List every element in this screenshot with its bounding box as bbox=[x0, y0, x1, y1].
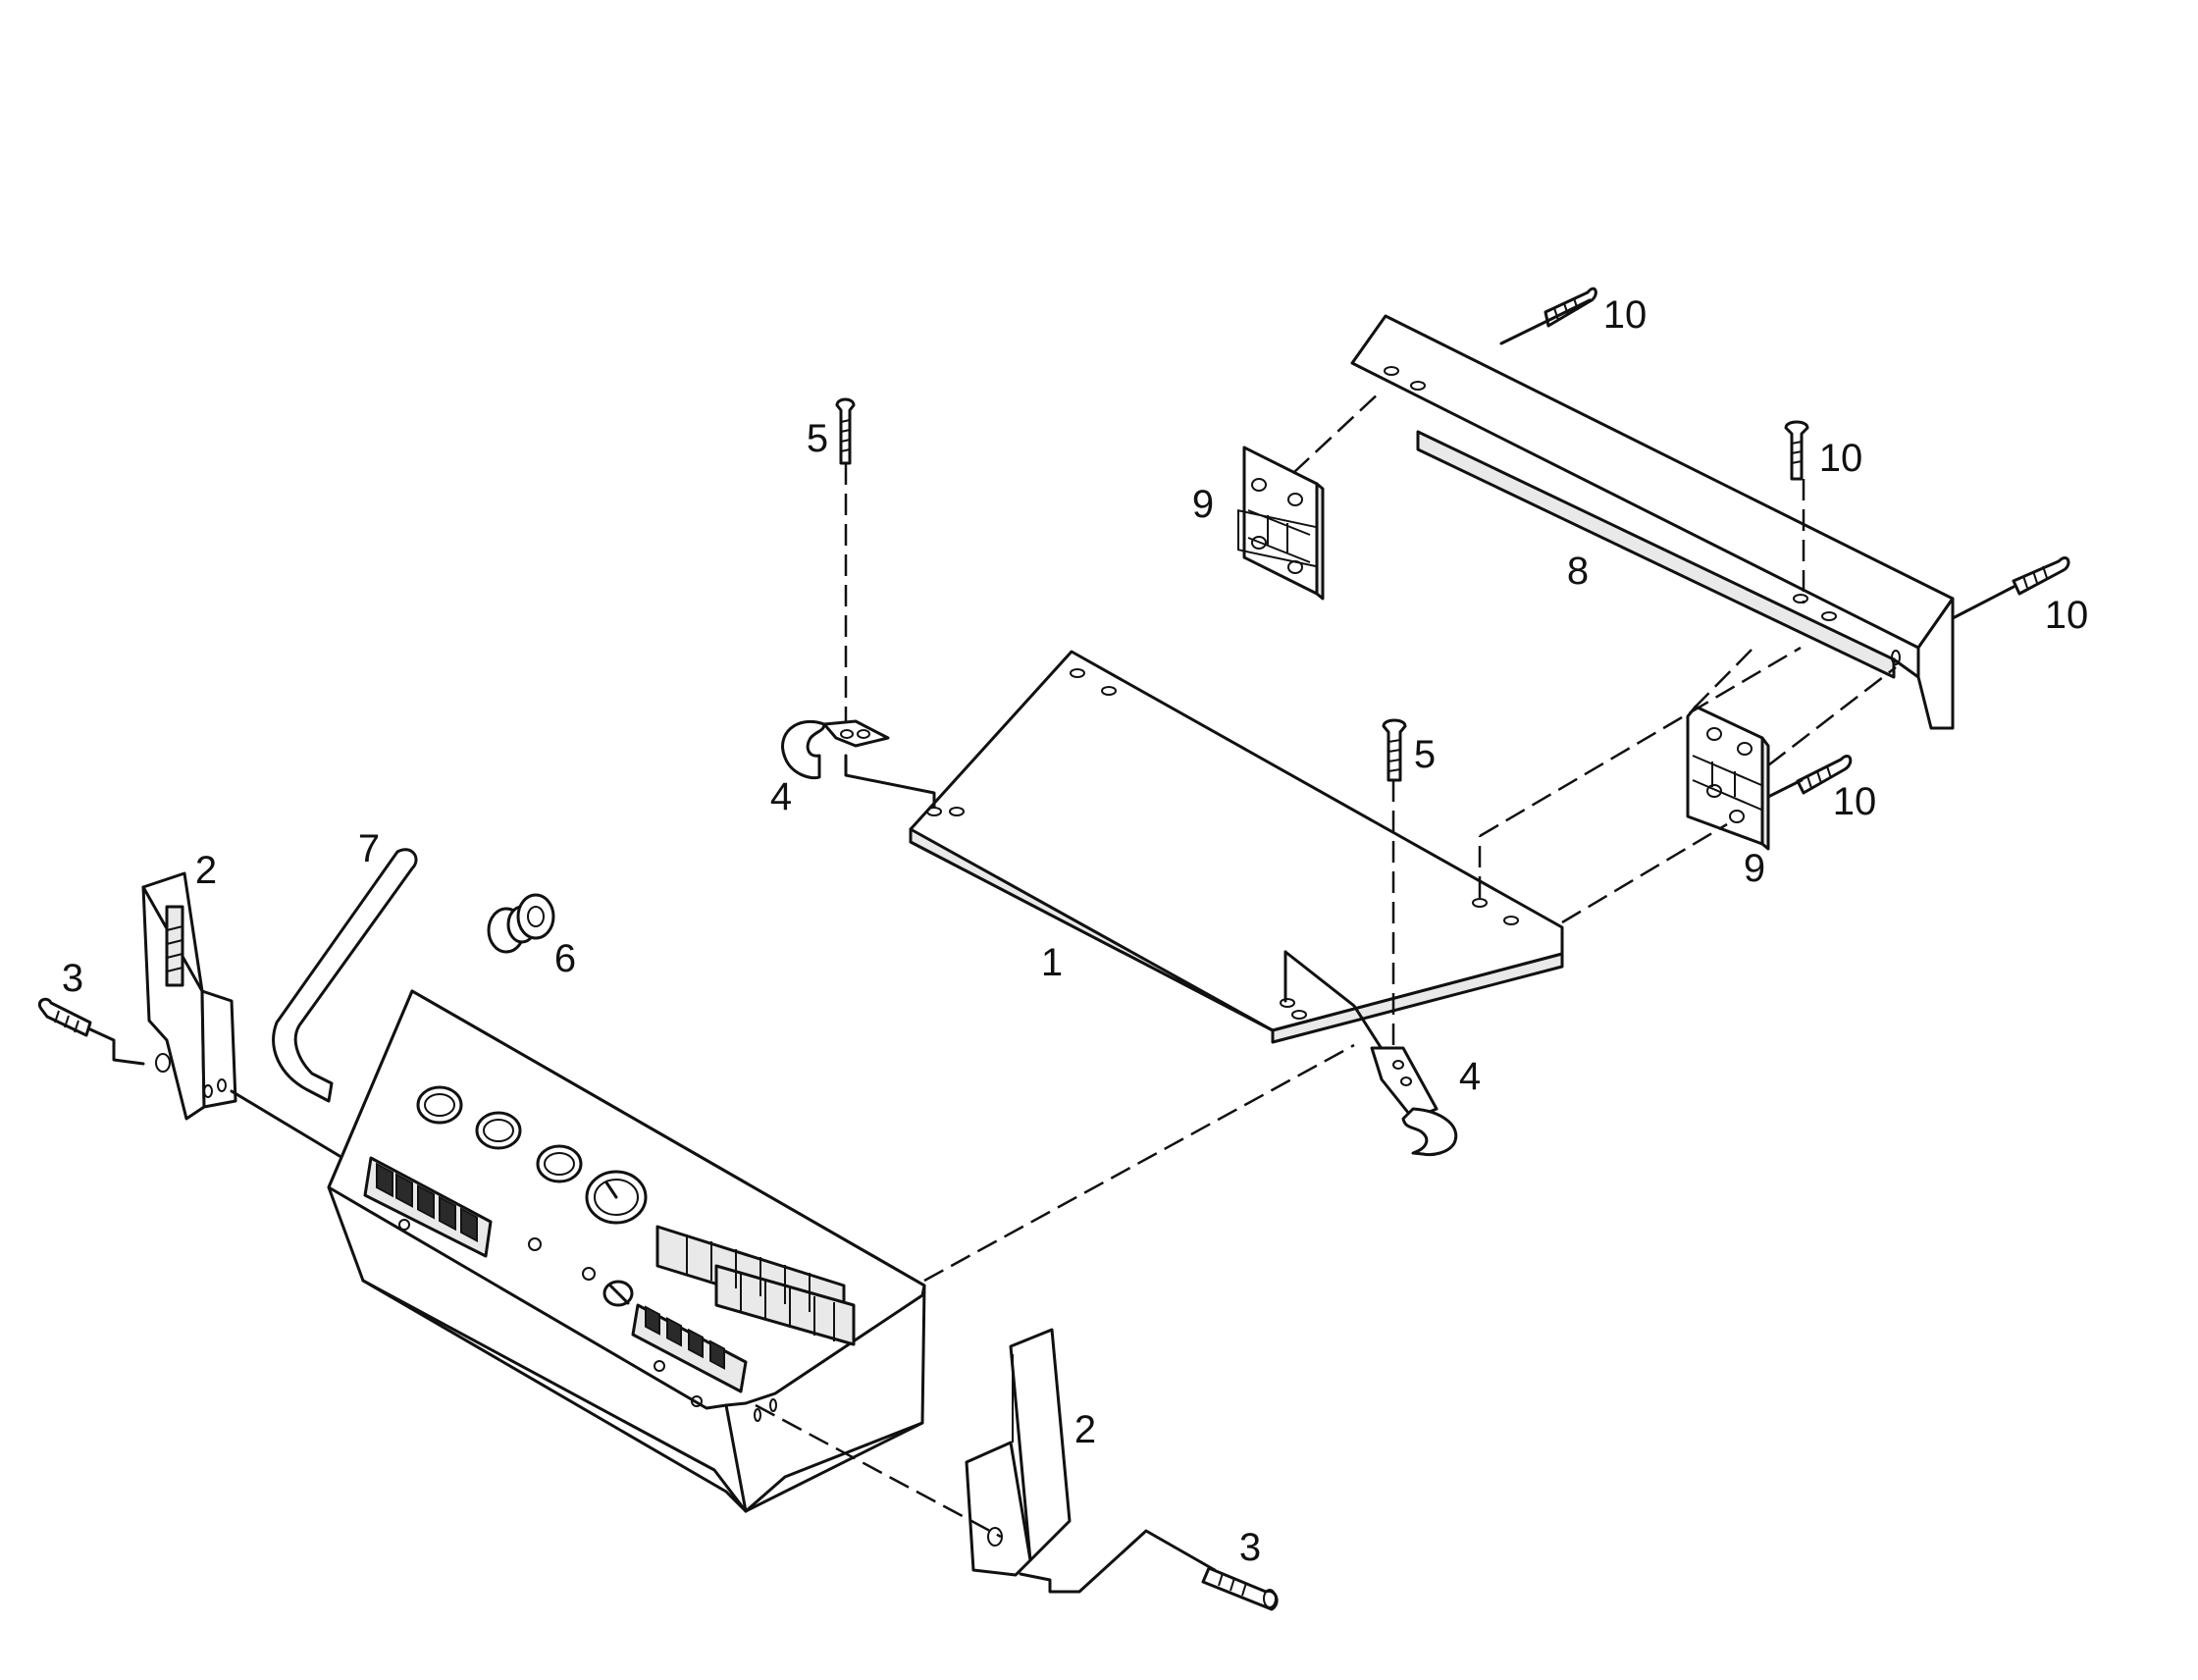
callout-10-lower: 10 bbox=[1833, 780, 1877, 823]
callouts: 1 2 2 3 3 4 4 5 5 6 7 8 9 9 10 10 10 10 bbox=[62, 293, 2088, 1569]
control-console-housing bbox=[327, 989, 926, 1513]
callout-6: 6 bbox=[554, 937, 576, 980]
side-bracket-part-2-left bbox=[141, 871, 237, 1121]
callout-10-right: 10 bbox=[2045, 594, 2089, 637]
callout-8: 8 bbox=[1567, 550, 1589, 593]
callout-9-lower: 9 bbox=[1744, 847, 1765, 890]
callout-3-left: 3 bbox=[62, 957, 83, 1000]
callout-5-left: 5 bbox=[807, 417, 828, 460]
callout-9-upper: 9 bbox=[1192, 483, 1214, 526]
grommet-part-6 bbox=[487, 893, 555, 954]
clip-part-4-right bbox=[1370, 1046, 1458, 1157]
assembly-lines bbox=[88, 298, 2015, 1594]
screw-part-10-lower bbox=[1796, 755, 1853, 795]
callout-2-right: 2 bbox=[1074, 1408, 1096, 1451]
screw-part-5-right bbox=[1382, 718, 1407, 782]
screw-part-3-right bbox=[1201, 1566, 1279, 1611]
screw-part-10-middle bbox=[1784, 420, 1809, 481]
base-plate-part-1 bbox=[909, 650, 1564, 1057]
screw-part-5-left bbox=[835, 397, 856, 465]
callout-10-middle: 10 bbox=[1819, 437, 1863, 480]
screw-part-10-right bbox=[2012, 556, 2070, 596]
screw-part-3-left bbox=[37, 997, 92, 1037]
cable-part-7 bbox=[272, 848, 418, 1103]
angle-bracket-part-8 bbox=[1350, 314, 1955, 730]
clip-part-4-left bbox=[781, 719, 890, 780]
callout-4-left: 4 bbox=[770, 775, 792, 818]
callout-7: 7 bbox=[358, 827, 380, 870]
callout-2-left: 2 bbox=[195, 849, 217, 892]
callout-1: 1 bbox=[1041, 941, 1063, 984]
callout-10-top: 10 bbox=[1603, 293, 1648, 337]
callout-5-right: 5 bbox=[1414, 733, 1436, 776]
hinge-part-9-upper bbox=[1237, 446, 1325, 601]
screw-part-10-top bbox=[1544, 287, 1597, 328]
side-bracket-part-2-right bbox=[965, 1328, 1072, 1577]
callout-3-right: 3 bbox=[1239, 1526, 1261, 1569]
callout-4-right: 4 bbox=[1459, 1055, 1481, 1098]
hinge-part-9-lower bbox=[1686, 705, 1770, 851]
